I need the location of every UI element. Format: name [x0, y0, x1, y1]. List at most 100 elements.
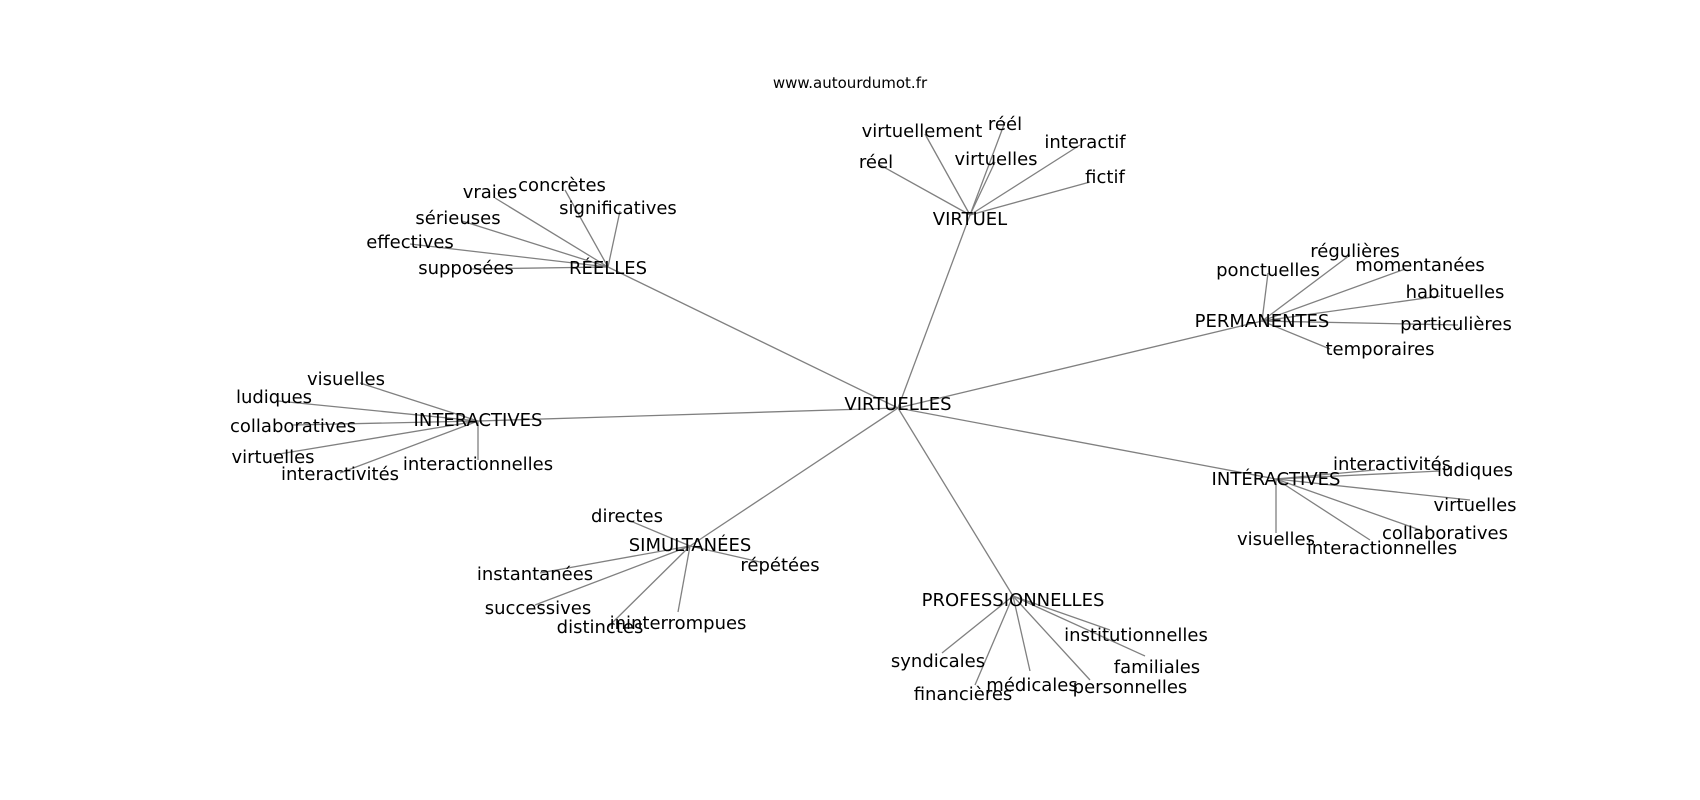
word-node: visuelles — [307, 369, 385, 390]
word-node: ludiques — [236, 387, 312, 408]
edge-permanentes-4 — [1261, 320, 1459, 326]
edge-professionnelles-4 — [1012, 595, 1091, 681]
edge-simultanees-3 — [534, 545, 691, 606]
word-node: ponctuelles — [1216, 260, 1320, 281]
word-node: syndicales — [891, 651, 985, 672]
word-node: successives — [485, 598, 592, 619]
word-node: régulières — [1310, 241, 1399, 262]
word-node: particulières — [1400, 314, 1512, 335]
edge-interactives-accent-0 — [1275, 469, 1376, 480]
edge-professionnelles-3 — [1012, 595, 1031, 672]
edge-interactives-accent-1 — [1275, 470, 1441, 480]
word-node: interactivités — [1333, 454, 1451, 475]
edge-professionnelles-1 — [941, 595, 1014, 654]
edge-root-virtuel — [897, 214, 971, 409]
hub-node-reelles: RÉELLES — [569, 257, 647, 279]
edge-virtuel-4 — [969, 161, 996, 216]
edge-interactives-0 — [359, 382, 479, 422]
edge-permanentes-5 — [1261, 320, 1331, 350]
edge-permanentes-3 — [1261, 295, 1441, 322]
source-url: www.autourdumot.fr — [773, 74, 928, 92]
edge-virtuel-2 — [969, 144, 1081, 216]
edge-reelles-1 — [564, 189, 609, 268]
edge-reelles-2 — [607, 210, 621, 268]
edge-interactives-3 — [272, 420, 479, 456]
word-node: directes — [591, 506, 663, 527]
word-node: effectives — [366, 232, 454, 253]
word-node: médicales — [986, 675, 1077, 696]
word-node: financières — [914, 684, 1013, 705]
word-node: ludiques — [1437, 460, 1513, 481]
word-node: momentanées — [1355, 255, 1485, 276]
edge-professionnelles-5 — [974, 595, 1014, 686]
edge-root-simultanees — [689, 407, 899, 547]
word-node: familiales — [1114, 657, 1200, 678]
word-node: interactif — [1044, 132, 1126, 153]
edge-simultanees-5 — [607, 545, 691, 628]
word-node: réél — [988, 114, 1022, 135]
word-node: collaboratives — [1382, 523, 1508, 544]
word-node: visuelles — [1237, 529, 1315, 550]
word-node: réel — [859, 152, 893, 173]
edge-root-interactives — [477, 407, 899, 422]
word-node: personnelles — [1073, 677, 1188, 698]
word-node: sérieuses — [415, 208, 500, 229]
word-node: distinctes — [557, 617, 644, 638]
edge-permanentes-0 — [1261, 254, 1351, 322]
word-node: interactionnelles — [403, 454, 553, 475]
edge-virtuel-1 — [969, 121, 1006, 216]
edge-interactives-accent-3 — [1275, 478, 1421, 531]
hub-node-professionnelles: PROFESSIONNELLES — [922, 590, 1105, 611]
word-node: virtuelles — [231, 447, 314, 468]
edge-root-interactives-accent — [897, 407, 1277, 480]
hub-node-interactives-accent: INTÉRACTIVES — [1212, 468, 1341, 490]
word-node: interactivités — [281, 464, 399, 485]
edge-interactives-accent-5 — [1275, 478, 1371, 541]
word-node: institutionnelles — [1064, 625, 1208, 646]
word-node: vraies — [463, 182, 518, 203]
edge-reelles-0 — [494, 197, 609, 268]
edge-permanentes-2 — [1261, 268, 1406, 322]
root-node: VIRTUELLES — [844, 394, 951, 415]
word-node: concrètes — [518, 175, 606, 196]
hub-node-permanentes: PERMANENTES — [1195, 311, 1330, 332]
hub-node-simultanees: SIMULTANÉES — [629, 534, 752, 556]
edge-simultanees-1 — [539, 545, 691, 574]
graph-labels: www.autourdumot.fr VIRTUELLES VIRTUEL virt… — [230, 74, 1517, 705]
word-node: virtuellement — [862, 121, 983, 142]
edge-virtuel-3 — [879, 164, 971, 216]
edge-virtuel-0 — [924, 133, 971, 216]
word-node: virtuelles — [954, 149, 1037, 170]
word-node: habituelles — [1406, 282, 1505, 303]
word-node: répétées — [740, 555, 819, 576]
edge-root-reelles — [607, 266, 899, 409]
word-node: instantanées — [477, 564, 593, 585]
word-node: temporaires — [1326, 339, 1435, 360]
edge-professionnelles-2 — [1012, 595, 1146, 657]
hub-node-virtuel: VIRTUEL — [933, 209, 1007, 230]
edge-interactives-2 — [292, 420, 479, 426]
edge-reelles-3 — [461, 220, 609, 268]
edge-interactives-accent-2 — [1275, 478, 1471, 501]
edge-root-permanentes — [897, 320, 1263, 409]
edge-professionnelles-0 — [1012, 595, 1111, 631]
word-node: interactionnelles — [1307, 538, 1457, 559]
edge-reelles-4 — [409, 243, 609, 268]
edge-interactives-1 — [277, 400, 479, 422]
edge-simultanees-4 — [677, 545, 691, 613]
edge-simultanees-2 — [689, 545, 761, 563]
word-node: ininterrompues — [610, 613, 747, 634]
edge-interactives-4 — [339, 420, 479, 474]
word-node: significatives — [559, 198, 677, 219]
graph-edges — [272, 121, 1471, 686]
word-node: fictif — [1085, 167, 1125, 188]
edge-root-professionnelles — [897, 407, 1014, 597]
edge-virtuel-5 — [969, 181, 1091, 216]
word-node: supposées — [418, 258, 514, 279]
word-node: collaboratives — [230, 416, 356, 437]
word-node: virtuelles — [1433, 495, 1516, 516]
edge-reelles-5 — [469, 266, 609, 270]
edge-permanentes-1 — [1261, 272, 1269, 322]
edge-simultanees-0 — [627, 519, 691, 547]
